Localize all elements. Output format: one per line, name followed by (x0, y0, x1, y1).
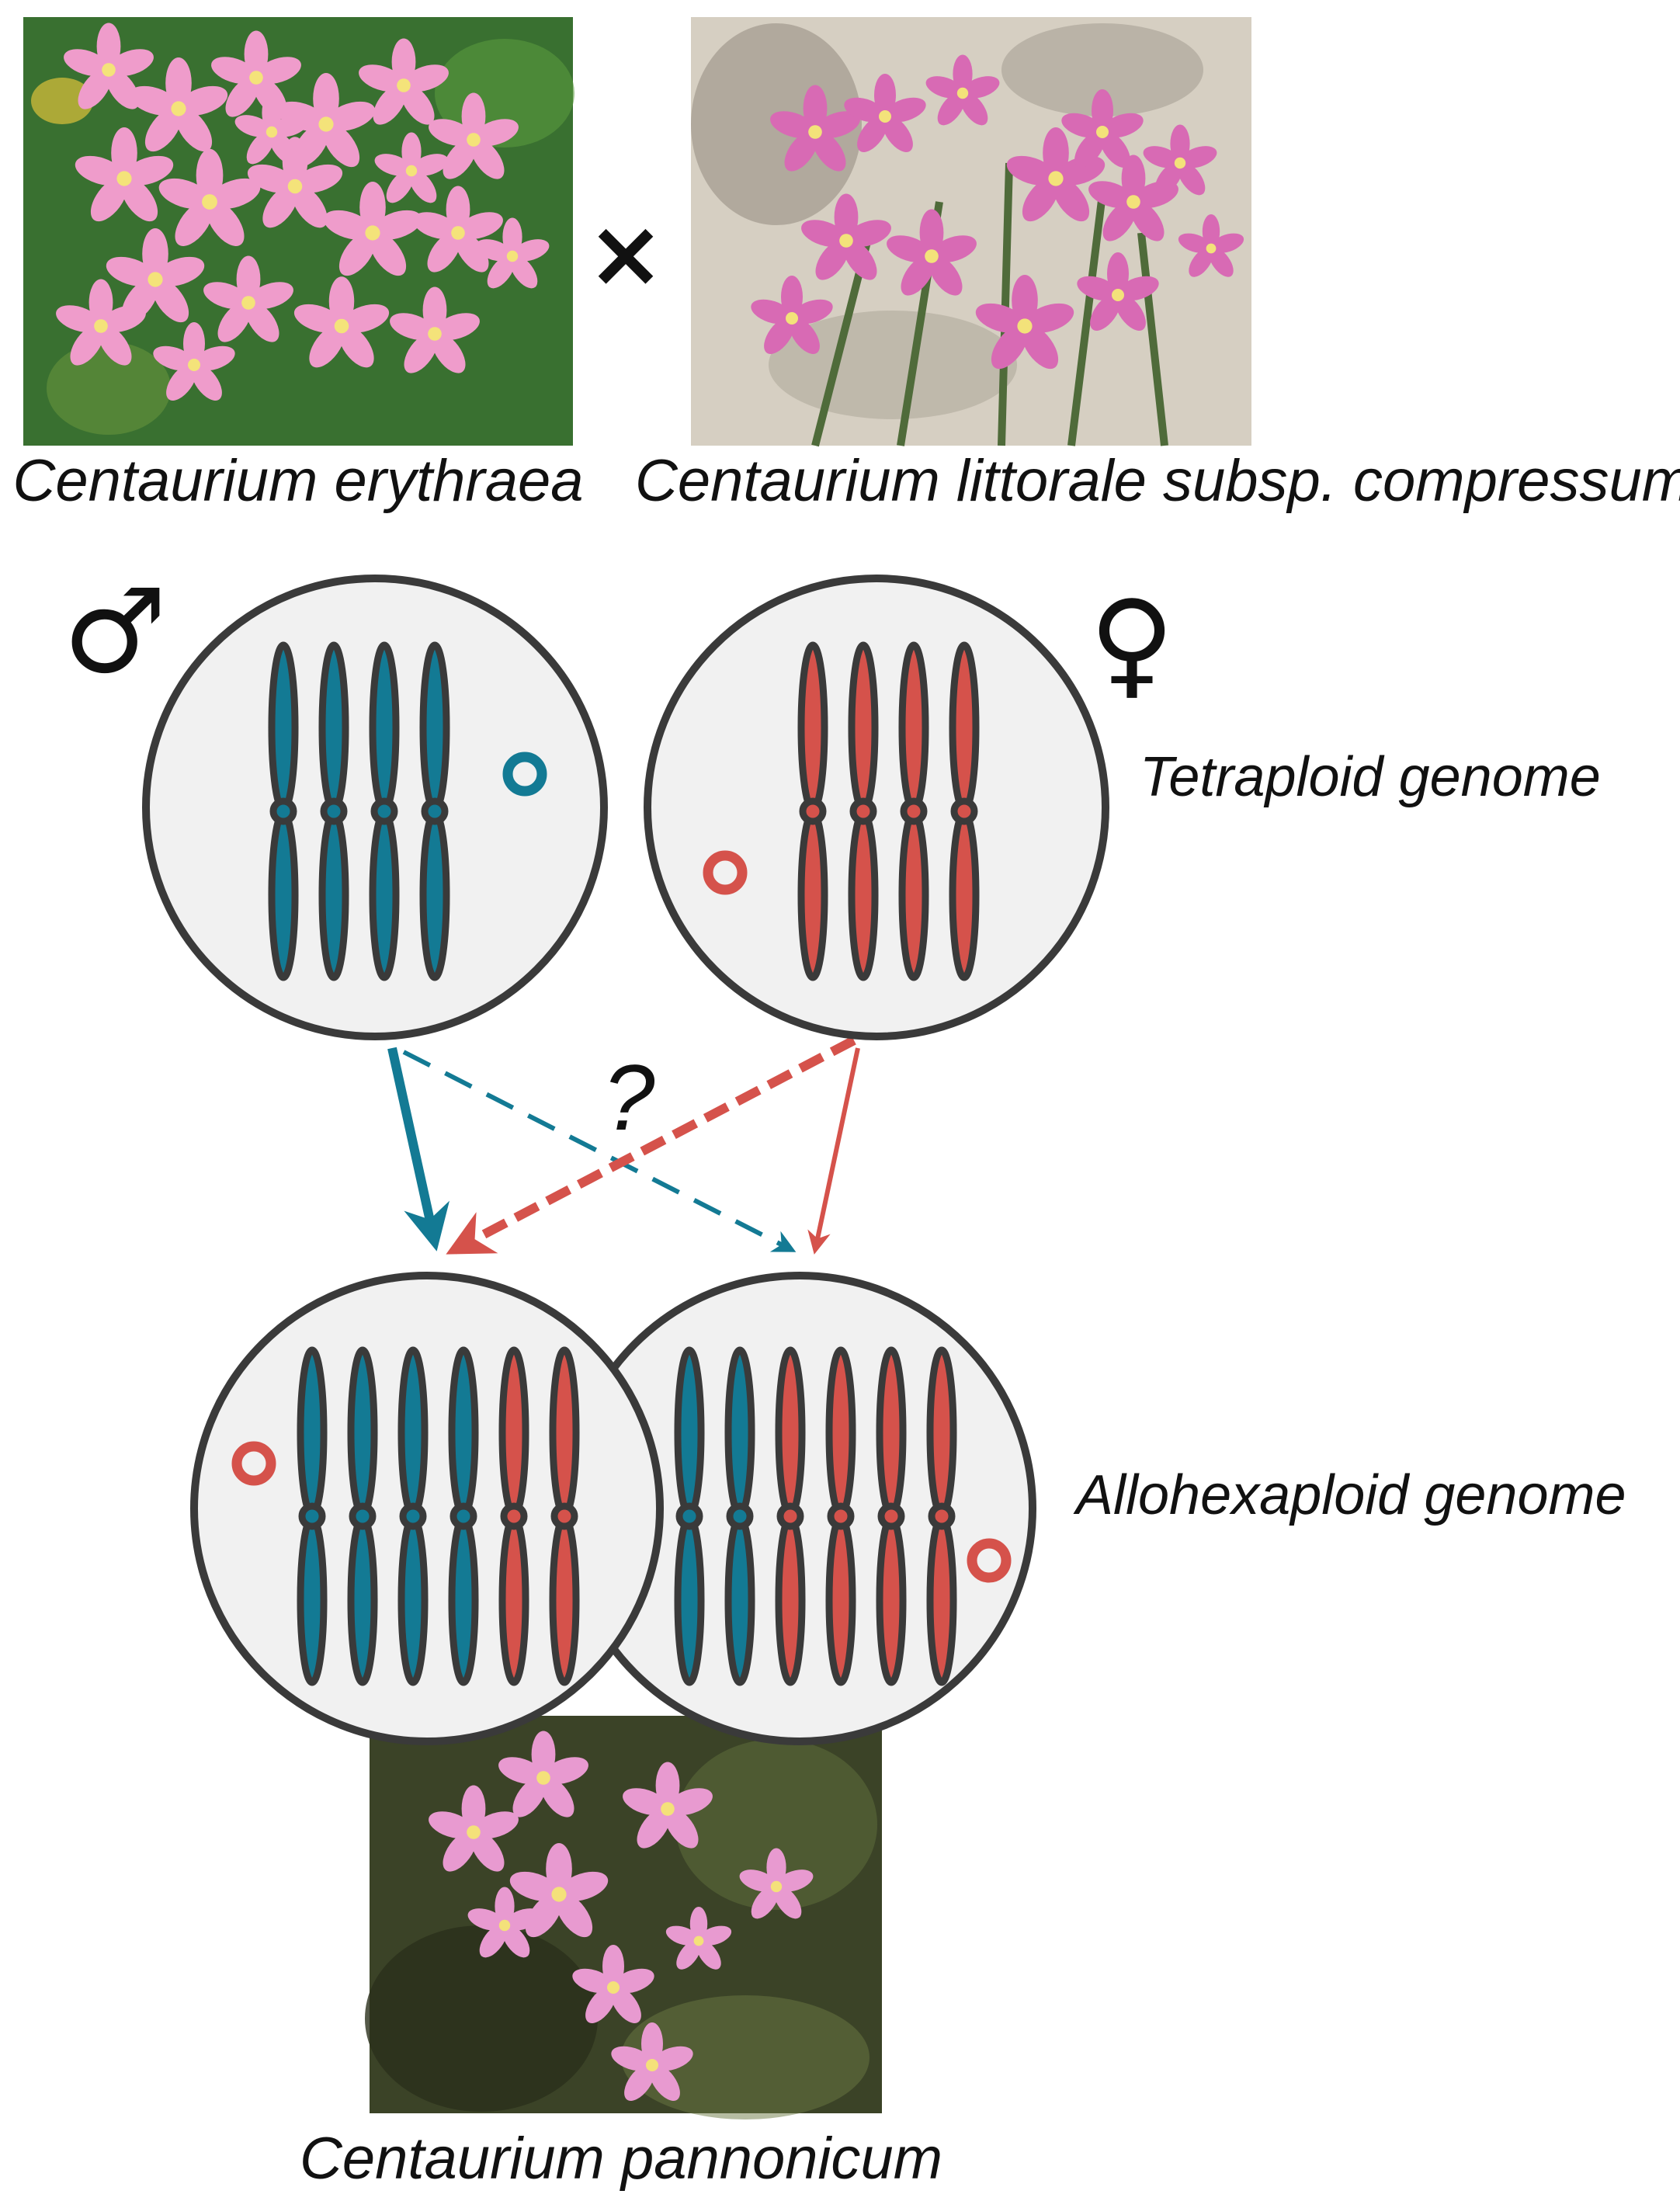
arrow-red-solid (807, 1047, 860, 1255)
flower (1061, 89, 1144, 168)
arrow-blue-dashed (402, 1050, 797, 1252)
chromosome-icon (318, 641, 349, 981)
flower (158, 148, 261, 247)
flower (129, 57, 228, 152)
chromosome-icon (797, 641, 828, 981)
chromosome-icon (419, 641, 450, 981)
flower (56, 279, 146, 366)
tetraploid-genome-label: Tetraploid genome (1140, 746, 1601, 808)
photo-centaurium-erythraea (23, 17, 574, 446)
female-symbol-icon: ♀ (1089, 576, 1175, 711)
photo-centaurium-pannonicum (365, 1716, 882, 2119)
cell-male-tetraploid (142, 575, 608, 1040)
chromosome-icon (724, 1346, 755, 1686)
chromosome-icon (347, 1346, 378, 1686)
flower (153, 322, 235, 401)
flower (106, 228, 205, 323)
chromosome-icon (949, 641, 980, 981)
flower (203, 255, 293, 342)
caption-centaurium-pannonicum: Centaurium pannonicum (300, 2126, 942, 2192)
flower (611, 2022, 693, 2101)
flower (770, 85, 860, 172)
flower (975, 275, 1074, 370)
flower (665, 1907, 732, 1970)
flower (390, 286, 480, 373)
chromosome-icon (825, 1346, 856, 1686)
plastid-ring-icon (231, 1441, 276, 1486)
flower (887, 209, 977, 296)
cross-symbol: × (587, 200, 665, 308)
chromosome-icon (397, 1346, 429, 1686)
flower (75, 127, 174, 222)
flower (1178, 214, 1244, 277)
flower (1077, 252, 1159, 331)
chromosome-icon (448, 1346, 479, 1686)
flower (925, 54, 1000, 126)
caption-centaurium-erythraea: Centaurium erythraea (12, 448, 583, 514)
flower (64, 23, 154, 109)
flower (509, 1843, 609, 1938)
chromosome-icon (848, 641, 879, 981)
flower (739, 1848, 814, 1919)
plastid-ring-icon (967, 1538, 1012, 1583)
arrow-red-dashed (446, 1036, 856, 1255)
chromosome-icon (297, 1346, 328, 1686)
flower (498, 1731, 588, 1817)
plastid-ring-icon (502, 752, 547, 797)
flower (429, 1785, 519, 1872)
chromosome-icon (268, 641, 299, 981)
arrow-blue-solid (387, 1047, 450, 1252)
chromosome-icon (876, 1346, 907, 1686)
flower (1143, 124, 1217, 196)
flower (234, 93, 309, 165)
flower (429, 92, 519, 179)
flower (844, 74, 926, 152)
cell-allohexaploid-right (563, 1272, 1036, 1745)
chromosome-icon (775, 1346, 806, 1686)
flower (247, 137, 343, 228)
flower (374, 132, 449, 203)
flower (467, 1887, 542, 1958)
flower (572, 1945, 654, 2023)
male-symbol-icon: ♂ (63, 564, 167, 700)
flower (293, 276, 390, 368)
flower (801, 193, 891, 280)
chromosome-icon (674, 1346, 705, 1686)
photo-centaurium-littorale (691, 17, 1251, 447)
chromosome-icon (898, 641, 929, 981)
inheritance-arrows (387, 1036, 860, 1255)
cell-female-tetraploid (644, 575, 1109, 1040)
cell-allohexaploid-left (190, 1272, 664, 1745)
flower (323, 182, 422, 276)
chromosome-icon (926, 1346, 957, 1686)
question-mark: ? (603, 1046, 655, 1150)
flower (413, 186, 503, 273)
plastid-ring-icon (703, 850, 748, 895)
flower (475, 217, 550, 289)
flower (1006, 127, 1106, 222)
chromosome-icon (369, 641, 400, 981)
caption-centaurium-littorale: Centaurium littorale subsp. compressum (635, 448, 1680, 514)
chromosome-icon (498, 1346, 529, 1686)
allohexaploid-genome-label: Allohexaploid genome (1073, 1464, 1626, 1526)
chromosome-icon (549, 1346, 580, 1686)
flower (751, 276, 833, 354)
flower (359, 38, 449, 125)
flower (623, 1762, 713, 1849)
